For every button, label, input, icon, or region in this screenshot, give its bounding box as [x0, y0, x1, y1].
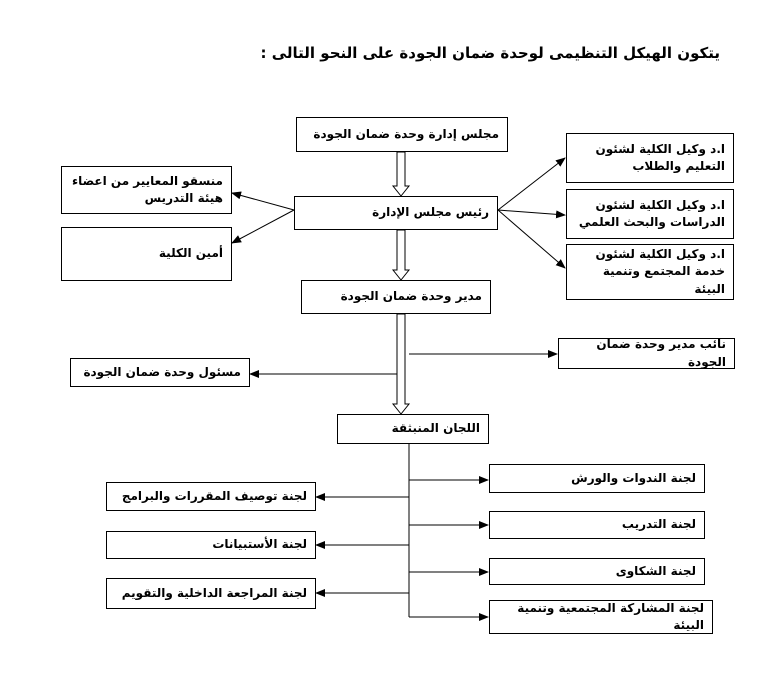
box-course-spec: لجنة توصيف المقررات والبرامج — [106, 482, 316, 511]
arrow-to-vice-education — [497, 157, 566, 211]
box-standards-label: منسقو المعايير من اعضاء هيئة التدريس — [71, 173, 223, 205]
box-vice-research: ا.د وكيل الكلية لشئون الدراسات والبحث ال… — [566, 189, 734, 239]
arrow-to-standards — [231, 191, 295, 211]
box-deputy: نائب مدير وحدة ضمان الجودة — [558, 337, 735, 369]
box-director-label: مدير وحدة ضمان الجودة — [340, 289, 482, 304]
block-arrow-head-to-director — [391, 229, 411, 281]
box-participation: لجنة المشاركة المجتمعية وتنمية البيئة — [489, 600, 713, 634]
box-vice-education-label: ا.د وكيل الكلية لشئون التعليم والطلاب — [595, 141, 725, 173]
box-participation-label: لجنة المشاركة المجتمعية وتنمية البيئة — [517, 600, 704, 632]
box-complaints-label: لجنة الشكاوى — [615, 563, 696, 578]
arrow-to-secretary — [231, 209, 295, 244]
block-arrow-board-to-head — [391, 151, 411, 197]
box-secretary-label: أمين الكلية — [158, 246, 223, 261]
box-review-label: لجنة المراجعة الداخلية والتقويم — [121, 585, 307, 600]
box-committees: اللجان المنبثقة — [337, 414, 489, 444]
box-vice-education: ا.د وكيل الكلية لشئون التعليم والطلاب — [566, 133, 734, 183]
box-deputy-label: نائب مدير وحدة ضمان الجودة — [596, 337, 726, 369]
box-board-label: مجلس إدارة وحدة ضمان الجودة — [313, 126, 499, 141]
box-review: لجنة المراجعة الداخلية والتقويم — [106, 578, 316, 609]
box-seminars-label: لجنة الندوات والورش — [571, 470, 696, 485]
box-officer: مسئول وحدة ضمان الجودة — [70, 358, 250, 387]
box-board-head: رئيس مجلس الإدارة — [294, 196, 498, 230]
box-vice-community-label: ا.د وكيل الكلية لشئون خدمة المجتمع وتنمي… — [595, 246, 725, 296]
box-board: مجلس إدارة وحدة ضمان الجودة — [296, 117, 508, 152]
box-course-spec-label: لجنة توصيف المقررات والبرامج — [121, 488, 307, 503]
box-director: مدير وحدة ضمان الجودة — [301, 280, 491, 314]
box-surveys-label: لجنة الأستبيانات — [212, 537, 307, 552]
arrow-to-vice-community — [497, 209, 566, 269]
box-vice-community: ا.د وكيل الكلية لشئون خدمة المجتمع وتنمي… — [566, 244, 734, 300]
box-board-head-label: رئيس مجلس الإدارة — [372, 205, 489, 220]
box-training: لجنة التدريب — [489, 511, 705, 539]
box-secretary: أمين الكلية — [61, 227, 232, 281]
block-arrow-director-to-committees — [391, 313, 411, 415]
box-surveys: لجنة الأستبيانات — [106, 531, 316, 559]
box-committees-label: اللجان المنبثقة — [391, 421, 480, 436]
page-title: يتكون الهيكل التنظيمى لوحدة ضمان الجودة … — [260, 44, 720, 62]
box-training-label: لجنة التدريب — [621, 517, 696, 532]
box-standards: منسقو المعايير من اعضاء هيئة التدريس — [61, 166, 232, 214]
box-seminars: لجنة الندوات والورش — [489, 464, 705, 493]
box-officer-label: مسئول وحدة ضمان الجودة — [83, 364, 241, 379]
arrow-to-vice-research — [497, 209, 566, 219]
box-complaints: لجنة الشكاوى — [489, 558, 705, 585]
box-vice-research-label: ا.د وكيل الكلية لشئون الدراسات والبحث ال… — [578, 197, 725, 229]
